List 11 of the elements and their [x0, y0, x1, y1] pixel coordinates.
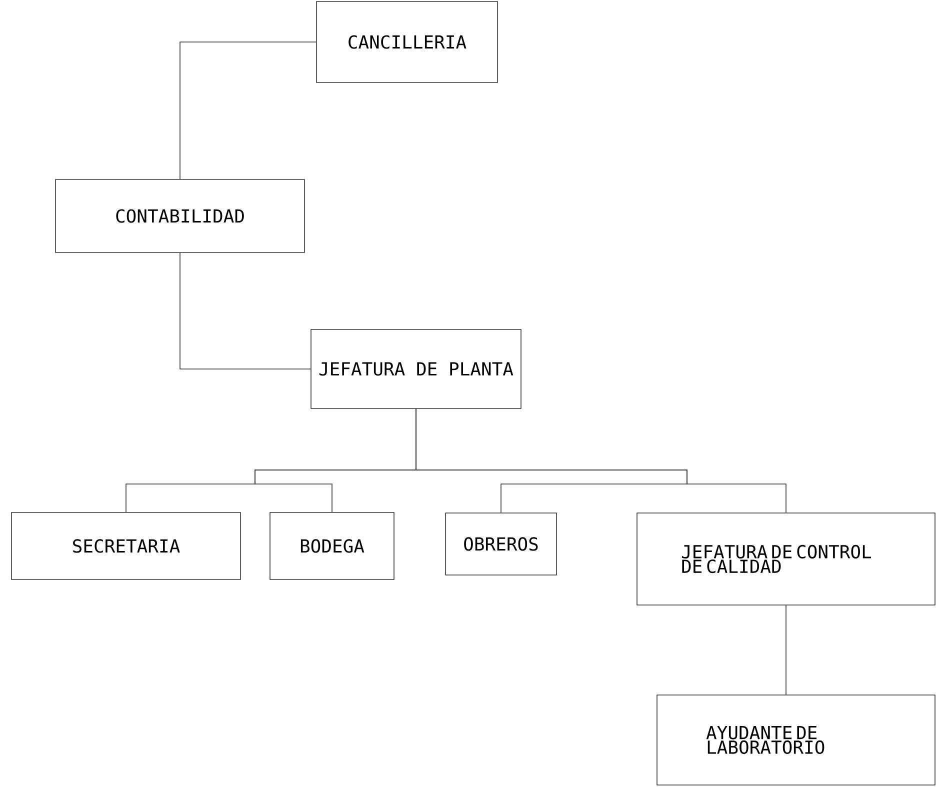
org-box: JEFATURA DE CONTROL DE CALIDAD	[636, 512, 936, 606]
connector-line	[180, 252, 311, 370]
org-box: OBREROS	[445, 512, 557, 576]
org-box: BODEGA	[270, 512, 394, 580]
org-box: CANCILLERIA	[316, 1, 498, 83]
org-box: SECRETARIA	[11, 512, 241, 580]
connector-line	[416, 408, 786, 513]
connector-line	[180, 42, 316, 180]
org-box: JEFATURA DE PLANTA	[310, 329, 522, 409]
org-box: CONTABILIDAD	[55, 179, 305, 253]
org-box: AYUDANTE DE LABORATORIO	[656, 694, 936, 786]
